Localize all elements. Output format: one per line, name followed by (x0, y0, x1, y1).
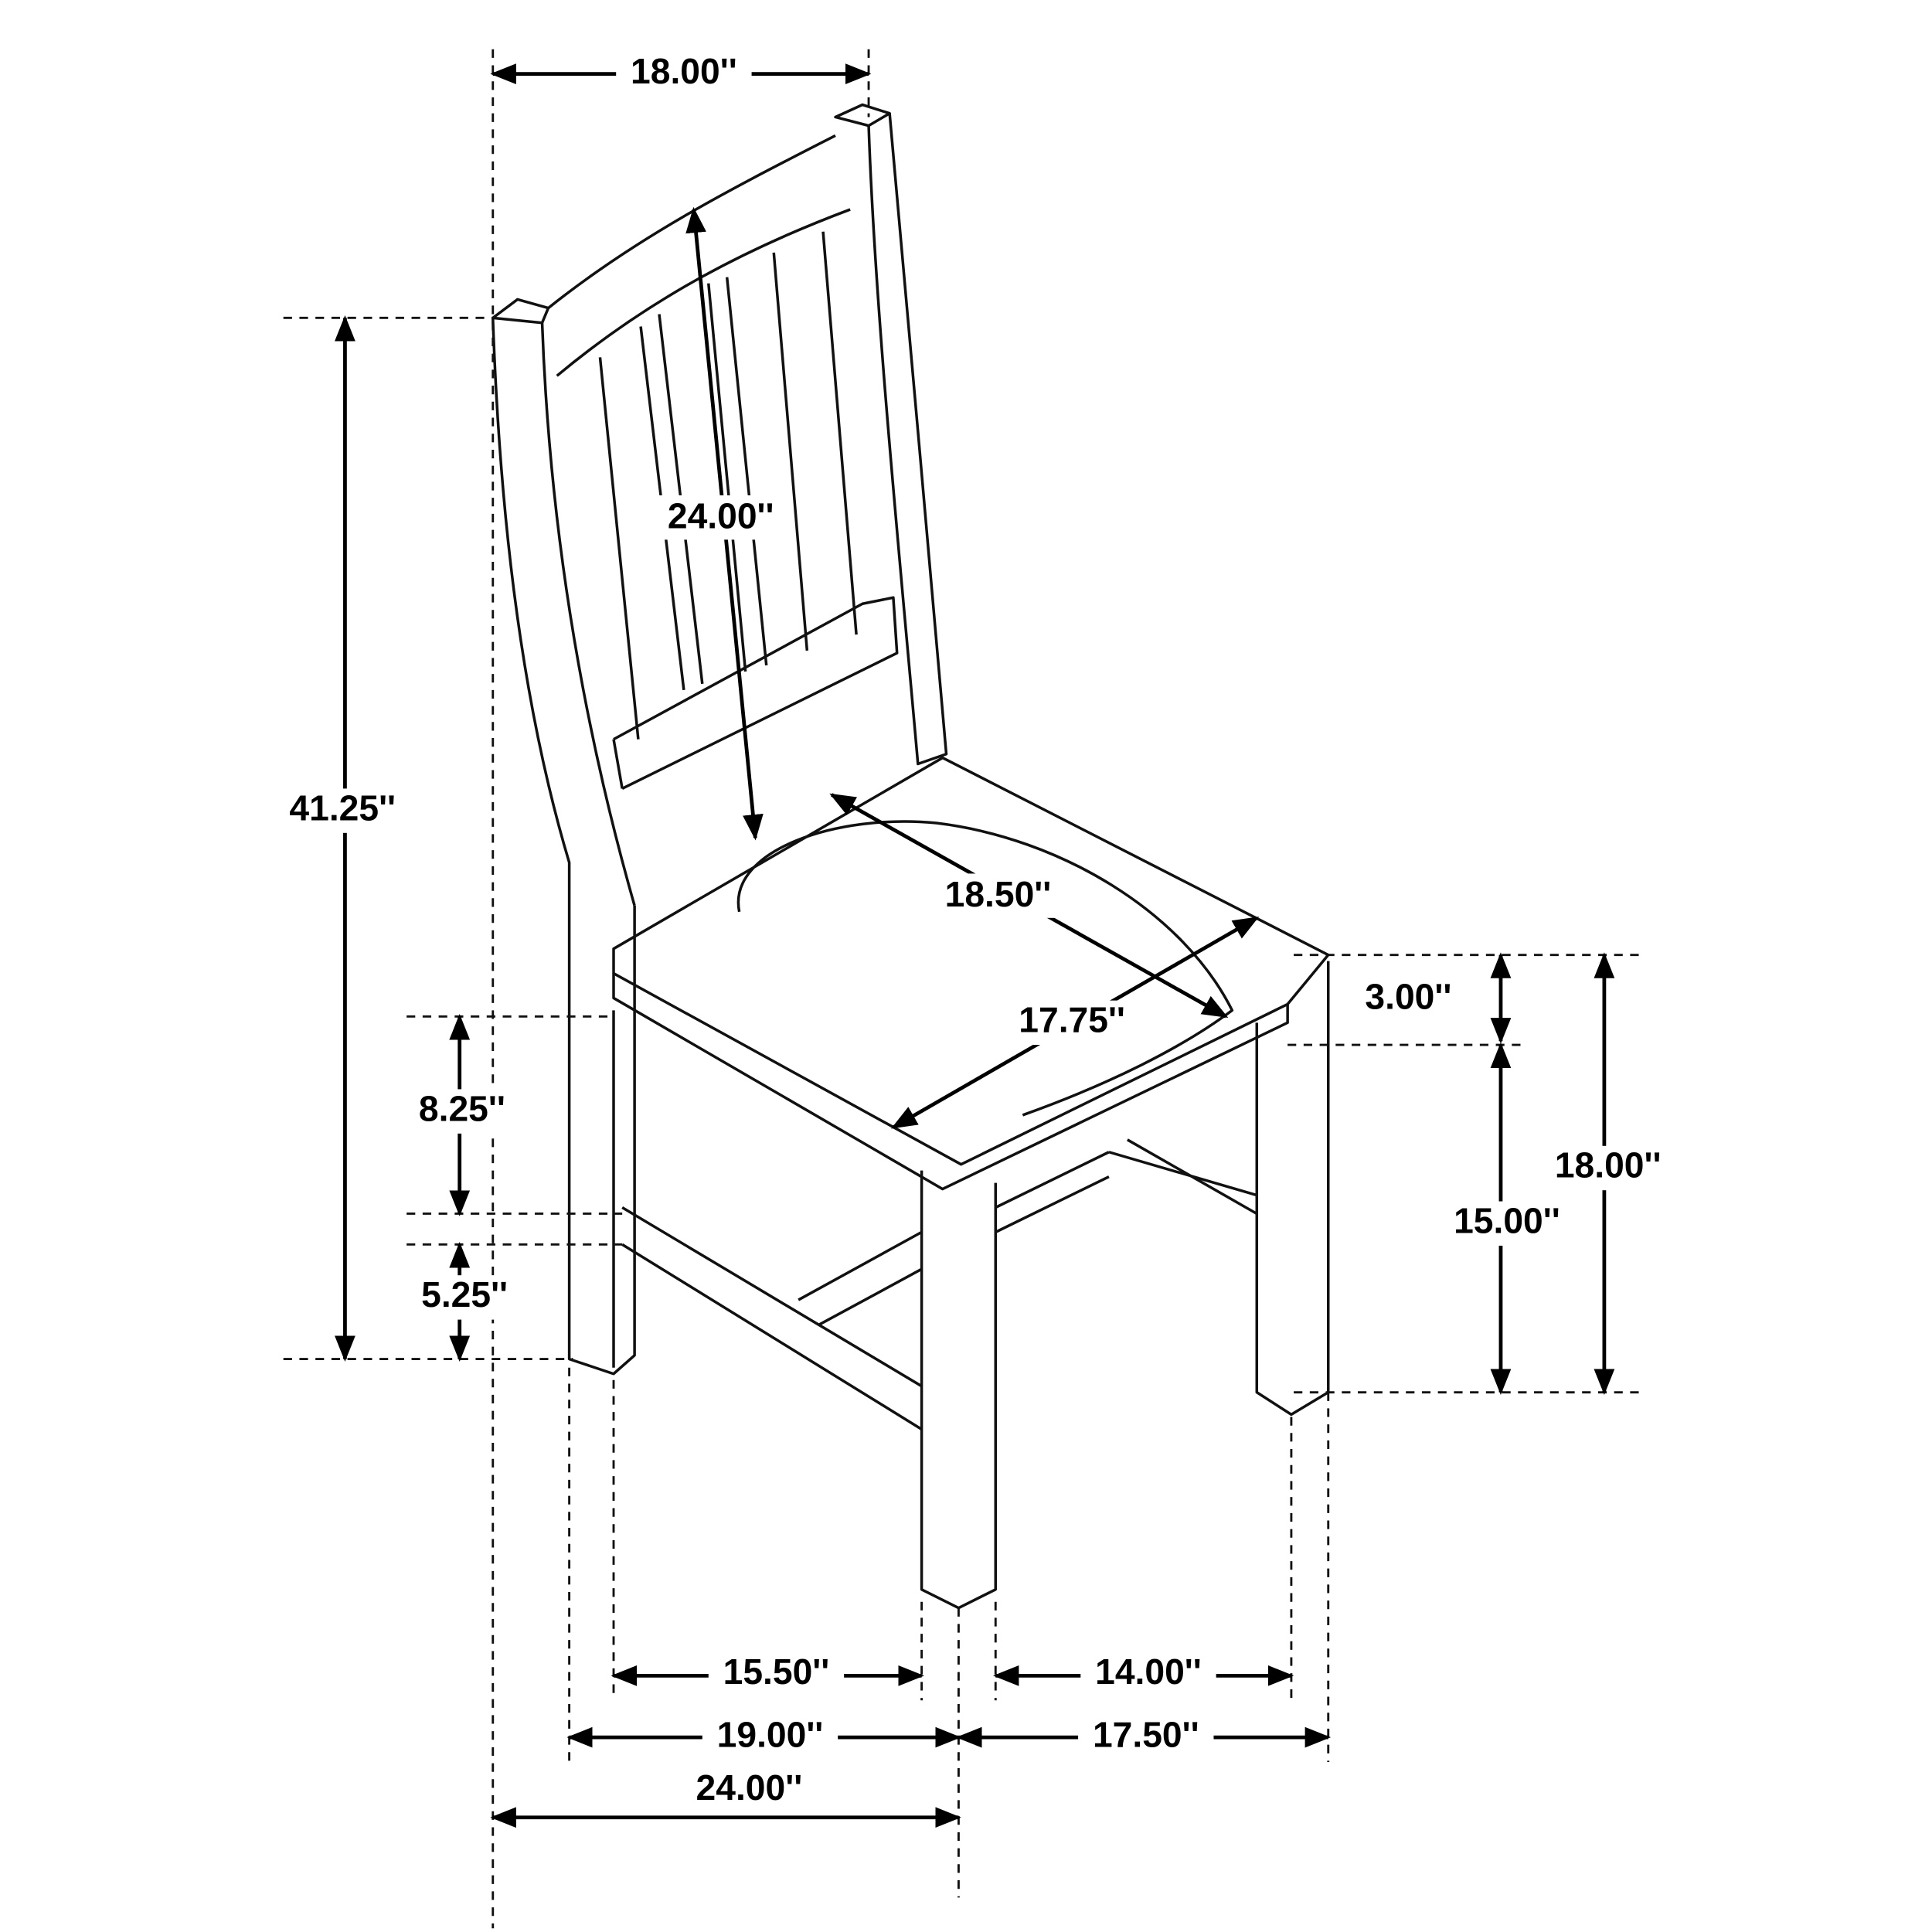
inner-front-width-label: 14.00'' (1095, 1651, 1202, 1692)
seat-thickness-label: 3.00'' (1365, 976, 1451, 1016)
overall-depth-label: 24.00'' (696, 1767, 803, 1808)
seat-width-label: 17.75'' (1019, 1000, 1125, 1040)
dimension-arrows (335, 63, 1615, 1828)
stretcher-height-label: 5.25'' (421, 1274, 508, 1315)
leg-clearance-label: 15.00'' (1454, 1200, 1560, 1240)
seat-to-stretcher-label: 8.25'' (419, 1088, 505, 1128)
side-depth-label: 19.00'' (717, 1714, 824, 1754)
back-width-label: 18.00'' (631, 51, 737, 91)
back-height-label: 24.00'' (668, 495, 774, 536)
inner-side-depth-label: 15.50'' (723, 1651, 830, 1692)
seat-height-label: 18.00'' (1555, 1145, 1662, 1185)
chair-outline (492, 103, 1330, 1610)
overall-height-label: 41.25'' (289, 787, 396, 828)
front-width-label: 17.50'' (1093, 1714, 1199, 1754)
seat-depth-label: 18.50'' (945, 874, 1052, 914)
